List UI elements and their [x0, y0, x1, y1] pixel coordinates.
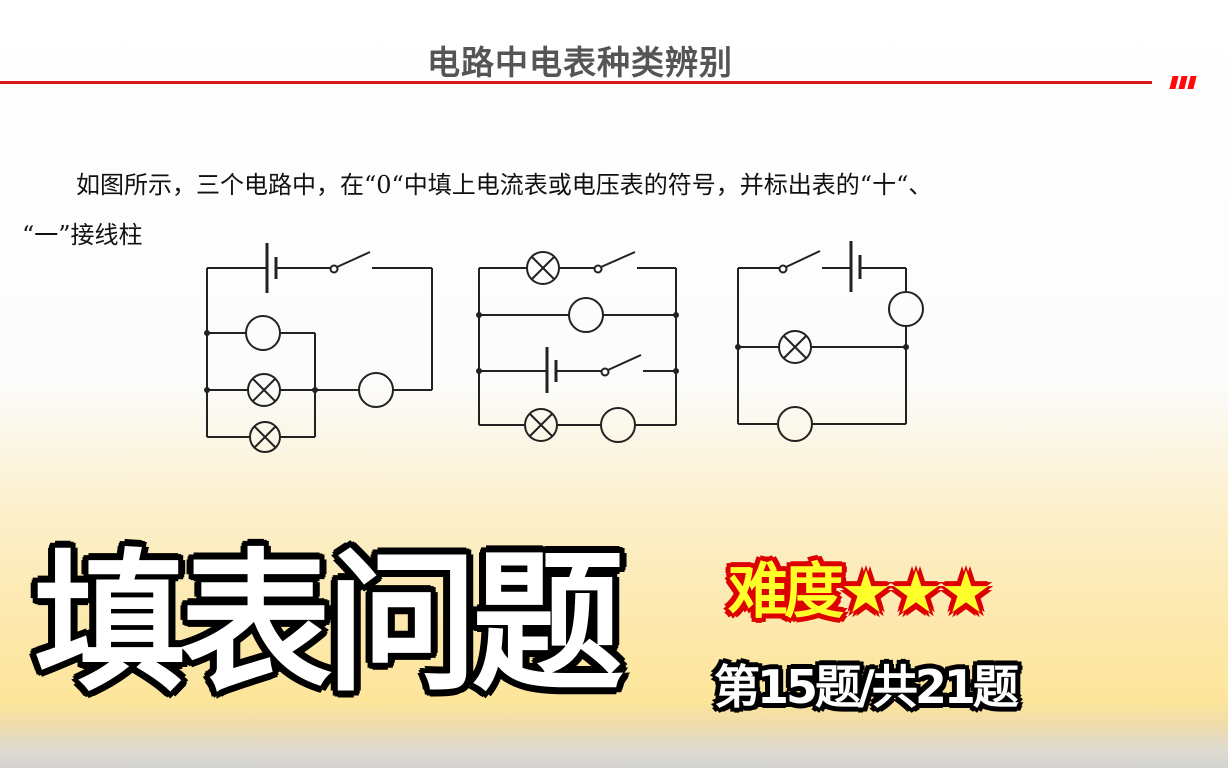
question-line-2: “一”接线柱 [22, 221, 143, 249]
circuit-diagram-3 [725, 235, 935, 454]
header-mark [1178, 76, 1188, 89]
difficulty-label: 难度 [728, 557, 844, 627]
star-icon: ★★★ [840, 558, 992, 626]
question-progress: 第15题/共21题 [714, 660, 1019, 714]
switch-icon [336, 251, 371, 268]
switch-icon [785, 250, 821, 268]
question-text: 如图所示，三个电路中，在“0“中填上电流表或电压表的符号，并标出表的“十“、 “… [22, 160, 1162, 260]
meter-circle-icon [245, 315, 281, 351]
header-title: 电路中电表种类辨别 [427, 43, 733, 82]
circuit-diagram-2 [465, 235, 695, 454]
switch-icon [607, 354, 642, 371]
meter-circle-icon [358, 372, 394, 408]
header-rule [0, 81, 1152, 84]
header-mark [1169, 76, 1179, 89]
meter-circle-icon [777, 406, 813, 442]
meter-circle-icon [600, 407, 636, 443]
header-marks [1169, 76, 1197, 89]
switch-icon [600, 251, 636, 268]
header-mark [1187, 76, 1197, 89]
banner-title: 填表问题 [34, 535, 624, 712]
question-line-1: 如图所示，三个电路中，在“0“中填上电流表或电压表的符号，并标出表的“十“、 [76, 171, 933, 199]
meter-circle-icon [888, 291, 924, 327]
difficulty-rating: 难度★★★ [728, 562, 992, 622]
meter-circle-icon [568, 297, 604, 333]
circuit-diagram-1 [195, 235, 445, 464]
